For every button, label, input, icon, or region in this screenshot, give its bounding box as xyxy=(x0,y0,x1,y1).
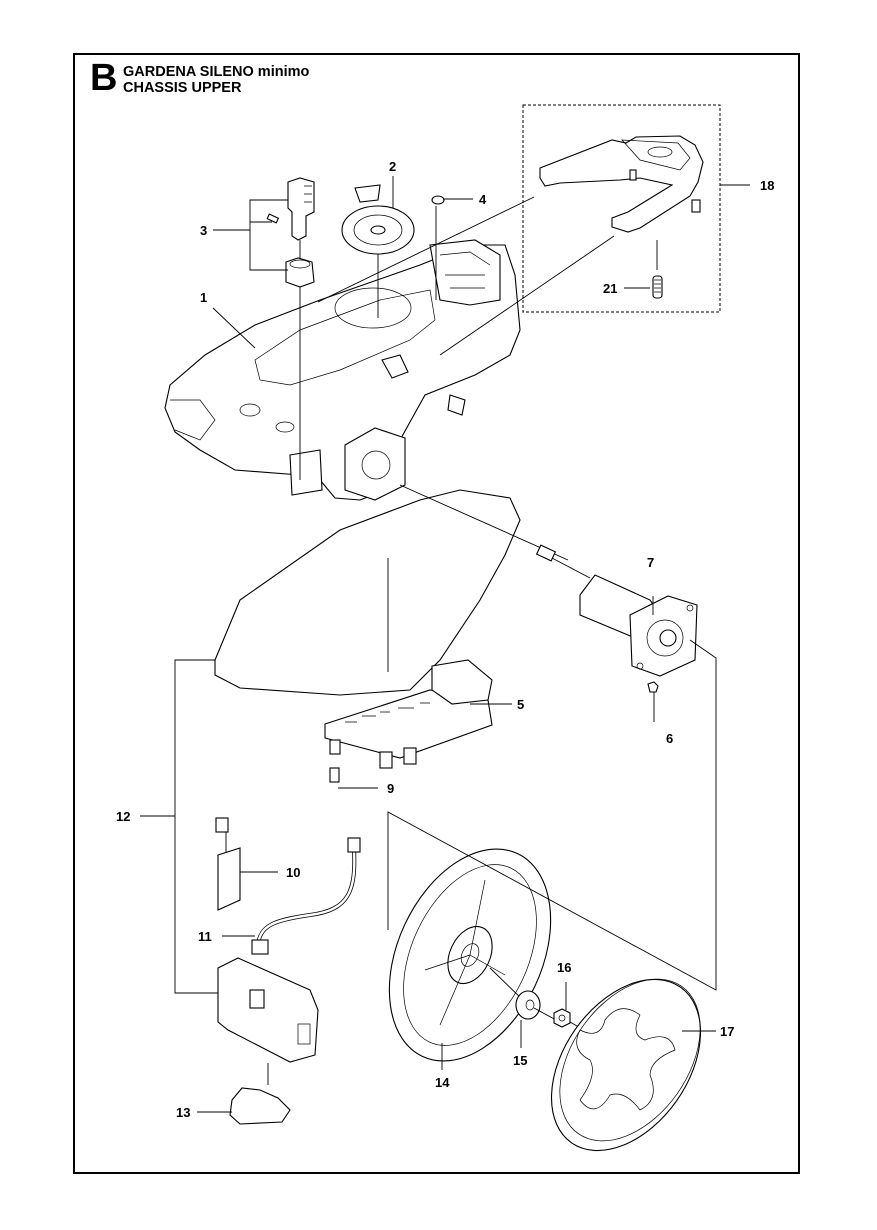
callout-11: 11 xyxy=(198,929,212,944)
handle-part xyxy=(539,135,704,233)
callout-1: 1 xyxy=(200,290,207,305)
callout-13: 13 xyxy=(176,1105,190,1120)
wheel-motor-part xyxy=(535,544,698,677)
battery-cable-part xyxy=(251,837,361,955)
drive-wheel-part xyxy=(388,848,552,1062)
washer-part xyxy=(515,990,541,1020)
wheel-hubcap-part xyxy=(550,978,702,1152)
switch-assembly-part xyxy=(266,177,315,480)
drawing-frame xyxy=(73,53,800,1174)
callout-16: 16 xyxy=(557,960,571,975)
screw-part xyxy=(647,681,659,722)
callout-10: 10 xyxy=(286,865,300,880)
o-ring-part xyxy=(431,195,445,205)
spring-part xyxy=(652,240,663,299)
callout-3: 3 xyxy=(200,223,207,238)
callout-21: 21 xyxy=(603,281,617,296)
chassis-upper-part xyxy=(164,239,521,501)
callout-5: 5 xyxy=(517,697,524,712)
assembly-title: CHASSIS UPPER xyxy=(123,80,242,96)
battery-part xyxy=(217,957,319,1063)
callout-12: 12 xyxy=(116,809,130,824)
callout-15: 15 xyxy=(513,1053,527,1068)
battery-holder-part xyxy=(229,1087,291,1125)
callout-7: 7 xyxy=(647,555,654,570)
callout-6: 6 xyxy=(666,731,673,746)
nut-part xyxy=(553,1008,571,1028)
callout-18: 18 xyxy=(760,178,774,193)
cable-part xyxy=(215,755,340,864)
handle-kit-group-box xyxy=(522,104,721,313)
seal-loop-part xyxy=(214,489,521,696)
callout-2: 2 xyxy=(389,159,396,174)
section-letter: B xyxy=(90,57,118,99)
small-circuit-board-part xyxy=(217,847,241,911)
main-circuit-board-part xyxy=(324,659,493,769)
callout-14: 14 xyxy=(435,1075,450,1090)
callout-4: 4 xyxy=(479,192,487,207)
callout-17: 17 xyxy=(720,1024,734,1039)
callout-9: 9 xyxy=(387,781,394,796)
model-title: GARDENA SILENO minimo xyxy=(123,64,310,80)
keypad-membrane-part xyxy=(341,184,415,318)
